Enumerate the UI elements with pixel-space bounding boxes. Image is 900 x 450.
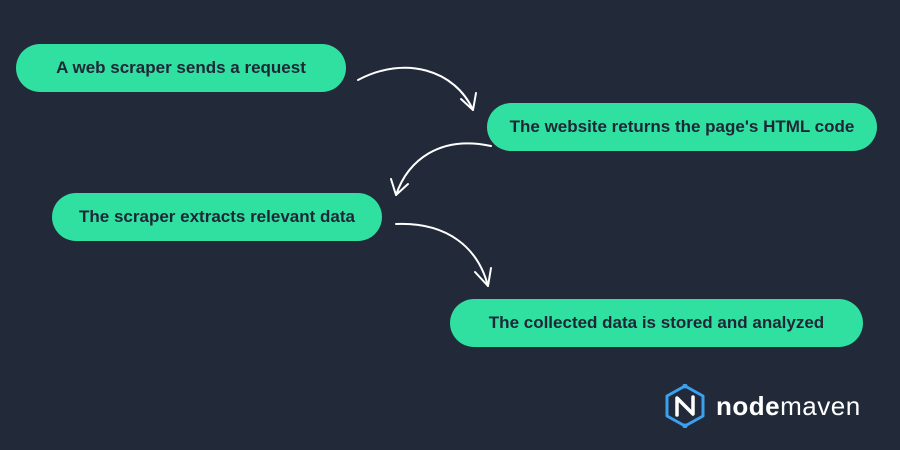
step-4-box: The collected data is stored and analyze…: [450, 299, 863, 347]
logo-text-node: node: [716, 390, 781, 421]
step-1-box: A web scraper sends a request: [16, 44, 346, 92]
step-3-box: The scraper extracts relevant data: [52, 193, 382, 241]
arrow-2-to-3: [395, 142, 492, 196]
arrow-1-to-2-head: [460, 92, 477, 111]
arrow-2-to-3-head: [390, 178, 409, 196]
arrow-3-to-4-head: [474, 267, 492, 287]
logo-wordmark: nodemaven: [716, 391, 861, 422]
nodemaven-logo-icon: [665, 384, 705, 428]
logo-text-maven: maven: [780, 390, 861, 421]
arrow-3-to-4: [395, 222, 489, 287]
arrow-1-to-2: [357, 66, 474, 111]
step-2-box: The website returns the page's HTML code: [487, 103, 877, 151]
nodemaven-logo: nodemaven: [664, 384, 861, 428]
